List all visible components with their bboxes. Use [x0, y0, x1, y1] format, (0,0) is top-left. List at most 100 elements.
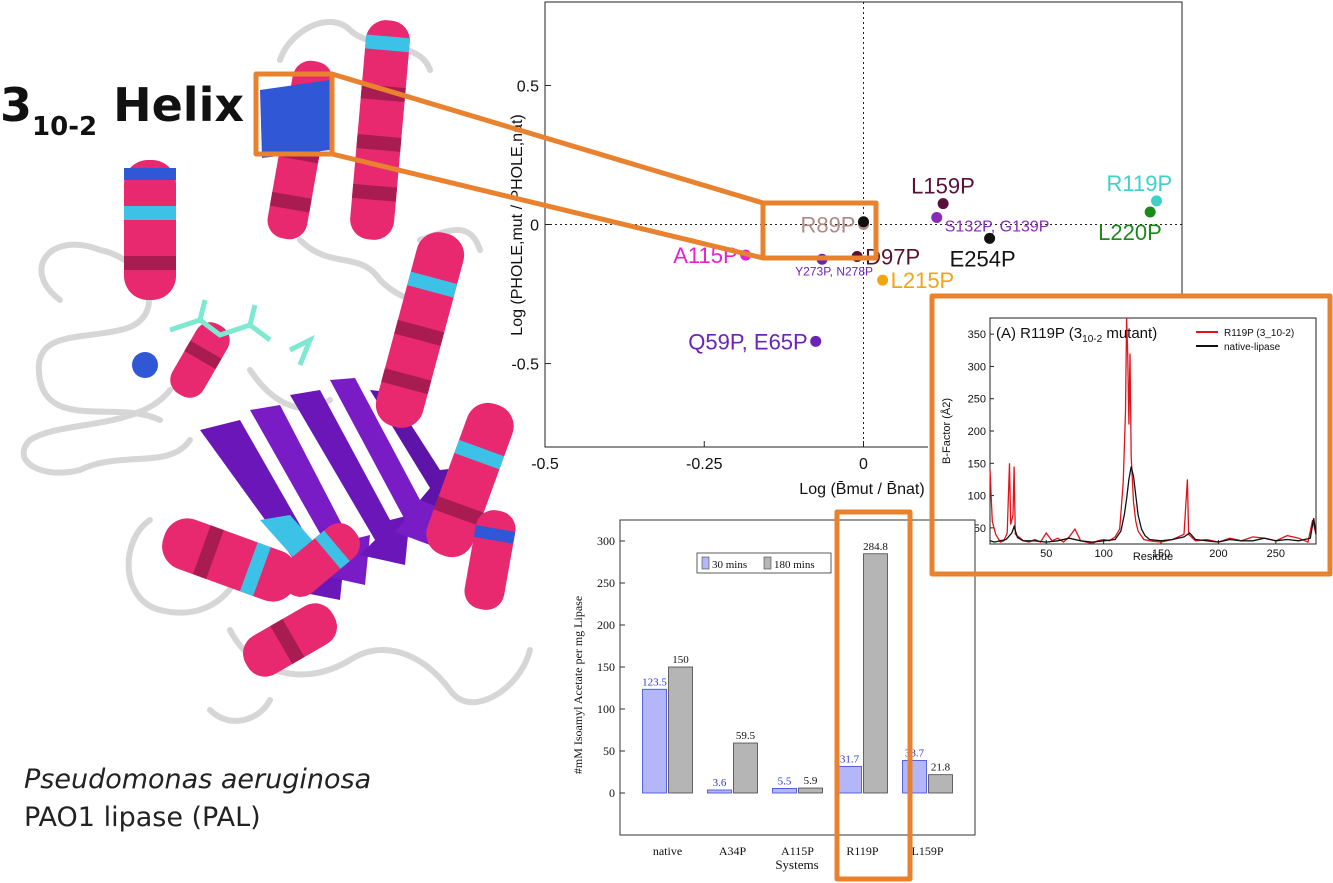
bfactor-series-native-lipase	[989, 466, 1317, 543]
scatter-point-s132p-g139p	[931, 212, 943, 224]
bfactor-highlight-box	[929, 293, 1333, 577]
bar-native-180-mins	[668, 666, 693, 794]
bar-legend-swatch-180-mins	[763, 556, 772, 570]
scatter-x-tick-label: -0.25	[686, 456, 723, 473]
r89p-highlight-box	[760, 200, 879, 261]
bar-value-label-a115p-180-mins: 5.9	[804, 775, 818, 787]
bfactor-title-main: (A) R119P (3	[996, 325, 1082, 342]
bfactor-title: (A) R119P (310-2 mutant)	[996, 325, 1157, 345]
bar-category-label-l159p: L159P	[911, 844, 943, 858]
bar-legend-swatch-30-mins	[701, 556, 710, 570]
helix-3-10-2-segment	[260, 80, 330, 158]
bfactor-x-tick-label: 100	[1094, 548, 1112, 560]
scatter-label-q59p-e65p: Q59P, E65P	[688, 329, 807, 354]
scatter-point-q59p-e65p	[810, 335, 822, 347]
bfactor-x-tick-label: 200	[1209, 548, 1227, 560]
bfactor-x-tick-label: 150	[1152, 548, 1170, 560]
zoom-line-bottom	[331, 151, 764, 261]
bar-category-label-native: native	[653, 844, 682, 858]
bar-legend-label-30-mins: 30 mins	[712, 559, 747, 571]
ligand-sticks	[169, 299, 315, 366]
bar-category-label-r119p: R119P	[846, 844, 879, 858]
bfactor-x-tick-label: 250	[1267, 548, 1285, 560]
bfactor-x-tick-label: 50	[1040, 548, 1052, 560]
scatter-y-tick-label: 0	[530, 218, 539, 235]
bfactor-title-rest: mutant)	[1102, 325, 1157, 342]
bfactor-y-tick-label: 250	[968, 394, 986, 406]
bar-a34p-30-mins	[707, 789, 732, 794]
helix-title-rest: Helix	[97, 78, 245, 132]
helix-title: 310-2 Helix	[0, 78, 244, 142]
strain-name: PAO1 lipase (PAL)	[24, 802, 261, 833]
scatter-label-l220p: L220P	[1098, 220, 1162, 245]
bfactor-x-axis-label: Residue	[1133, 551, 1173, 563]
helix-highlight-box	[253, 71, 335, 157]
bar-y-tick-label: 200	[597, 618, 615, 632]
bfactor-plot-frame	[989, 317, 1317, 545]
bfactor-legend-label-native-lipase: native-lipase	[1224, 342, 1281, 353]
helix-title-sub: 10-2	[32, 112, 98, 142]
bar-value-label-r119p-180-mins: 284.8	[863, 541, 888, 553]
scatter-point-r119p	[1151, 195, 1163, 207]
scatter-y-axis-label: Log (PHOLE,mut / PHOLE,nat)	[509, 114, 526, 335]
bfactor-y-tick-label: 150	[968, 458, 986, 470]
bar-y-tick-label: 300	[597, 534, 615, 548]
bar-y-tick-label: 150	[597, 660, 615, 674]
metal-ion	[132, 352, 158, 378]
bar-y-tick-label: 250	[597, 576, 615, 590]
bar-category-label-a115p: A115P	[781, 844, 814, 858]
helix-title-base: 3	[0, 78, 33, 132]
bar-y-tick-label: 100	[597, 702, 615, 716]
bfactor-legend-label-r119p-3-10-2: R119P (3_10-2)	[1224, 328, 1294, 339]
bar-native-30-mins	[642, 688, 667, 794]
bar-value-label-native-180-mins: 150	[672, 654, 689, 666]
bar-value-label-a34p-180-mins: 59.5	[736, 730, 756, 742]
bar-x-axis-label: Systems	[775, 857, 818, 872]
scatter-point-unlabeled-5	[858, 216, 869, 228]
bar-category-label-a34p: A34P	[719, 844, 747, 858]
scatter-point-e254p	[984, 232, 996, 244]
scatter-label-l159p: L159P	[911, 174, 975, 199]
bar-value-label-native-30-mins: 123.5	[642, 676, 667, 688]
bar-a115p-180-mins	[798, 787, 823, 794]
scatter-x-tick-label: 0	[859, 456, 868, 473]
bar-y-tick-label: 0	[609, 786, 615, 800]
scatter-y-tick-label: 0.5	[517, 78, 539, 95]
bfactor-y-axis-label: B-Factor (Å2)	[940, 398, 953, 464]
protein-helices	[124, 20, 516, 677]
scatter-label-r119p: R119P	[1107, 171, 1173, 196]
bar-a115p-30-mins	[772, 787, 797, 794]
scatter-y-tick-label: -0.5	[511, 357, 539, 374]
scatter-label-s132p-g139p: S132P, G139P	[945, 219, 1050, 236]
bfactor-y-tick-label: 50	[974, 523, 986, 535]
protein-structure-illustration	[20, 18, 533, 724]
scatter-label-y273p-n278p: Y273P, N278P	[795, 264, 873, 278]
scatter-label-l215p: L215P	[891, 268, 955, 293]
bar-value-label-r119p-30-mins: 31.7	[840, 753, 860, 765]
scatter-point-l159p	[937, 198, 949, 210]
bfactor-y-tick-label: 350	[968, 329, 986, 341]
bfactor-y-tick-label: 300	[968, 361, 986, 373]
scatter-point-l215p	[877, 274, 889, 286]
species-name: Pseudomonas aeruginosa	[24, 764, 372, 795]
zoom-line-top	[331, 71, 764, 206]
bar-l159p-180-mins	[928, 774, 953, 794]
bar-a34p-180-mins	[733, 742, 758, 794]
bar-value-label-a115p-30-mins: 5.5	[778, 775, 792, 787]
bar-y-tick-label: 50	[603, 744, 615, 758]
bar-r119p-30-mins	[837, 765, 862, 794]
bfactor-title-sub: 10-2	[1082, 334, 1102, 345]
bar-y-axis-label: #mM Isoamyl Acetate per mg Lipase	[571, 596, 585, 774]
bar-legend-label-180-mins: 180 mins	[774, 559, 815, 571]
bar-value-label-a34p-30-mins: 3.6	[713, 777, 727, 789]
r119p-highlight-box	[834, 509, 913, 882]
scatter-x-tick-label: -0.5	[531, 456, 559, 473]
bfactor-y-tick-label: 200	[968, 426, 986, 438]
scatter-label-e254p: E254P	[950, 246, 1016, 271]
scatter-label-r89p: R89P	[800, 213, 855, 238]
bar-l159p-30-mins	[902, 760, 927, 794]
